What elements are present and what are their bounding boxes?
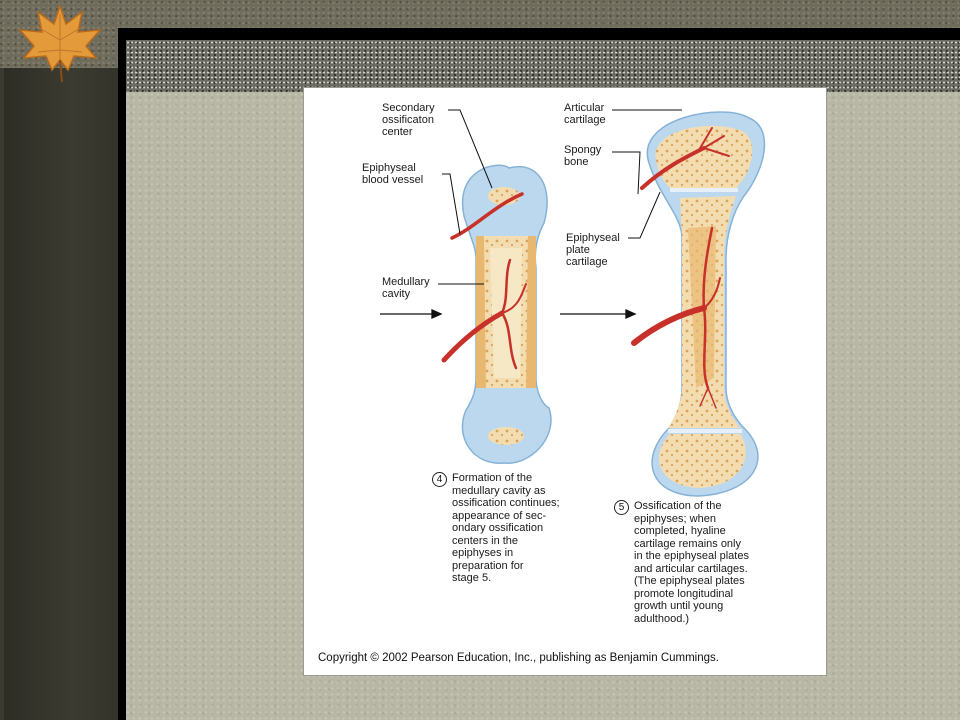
stage4-blood-vessels (441, 192, 527, 370)
step-4-number: 4 (432, 472, 447, 487)
label-medullary-cavity: Medullary cavity (382, 276, 430, 300)
maple-leaf-icon (18, 3, 102, 83)
stage4-bone (461, 164, 552, 464)
stage-arrows (380, 308, 637, 320)
label-leader-lines (438, 109, 682, 285)
stage5-blood-vessels (631, 127, 730, 409)
step-5-caption: Ossification of the epiphyses; when comp… (634, 500, 749, 625)
copyright-notice: Copyright © 2002 Pearson Education, Inc.… (318, 652, 719, 664)
bone-ossification-diagram (380, 109, 766, 497)
slide-top-rule (118, 28, 960, 40)
slide-speckle-band (126, 40, 960, 92)
slide-left-rule (118, 28, 126, 720)
figure-panel: Secondary ossificaton center Epiphyseal … (304, 88, 826, 675)
label-epiphyseal-plate-cartilage: Epiphyseal plate cartilage (566, 232, 620, 268)
label-secondary-ossification-center: Secondary ossificaton center (382, 102, 435, 138)
label-articular-cartilage: Articular cartilage (564, 102, 606, 126)
label-epiphyseal-blood-vessel: Epiphyseal blood vessel (362, 162, 424, 186)
label-spongy-bone: Spongy bone (564, 144, 602, 168)
step-4-caption: Formation of the medullary cavity as oss… (452, 472, 560, 584)
slide-left-strip-shade (4, 68, 118, 720)
step-5-number: 5 (614, 500, 629, 515)
